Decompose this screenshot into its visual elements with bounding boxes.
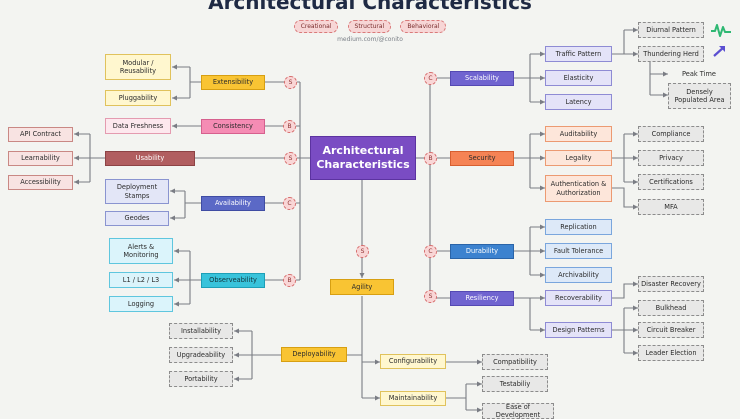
node-geodes: Geodes [105, 211, 169, 226]
node-agility: Agility [330, 279, 394, 295]
node-mfa: MFA [638, 199, 704, 215]
node-l1-l2-l3: L1 / L2 / L3 [109, 272, 173, 288]
node-modular-reusability: Modular / Reusability [105, 54, 171, 80]
node-alerts-monitoring: Alerts & Monitoring [109, 238, 173, 264]
badge-behavioral: B [283, 274, 296, 287]
node-data-freshness: Data Freshness [105, 118, 171, 134]
node-resiliency: Resiliency [450, 291, 514, 306]
node-circuit-breaker: Circuit Breaker [638, 322, 704, 338]
tag-creational: Creational [293, 20, 339, 33]
badge-structural: S [284, 76, 297, 89]
node-replication: Replication [545, 219, 612, 235]
node-deployability: Deployability [281, 347, 347, 362]
node-bulkhead: Bulkhead [638, 300, 704, 316]
node-accessibility: Accessibility [8, 175, 73, 190]
node-disaster-recovery: Disaster Recovery [638, 276, 704, 292]
node-observeability: Observeability [201, 273, 265, 288]
center-node: Architectural Characteristics [310, 136, 416, 180]
badge-creational: C [424, 72, 437, 85]
node-extensibility: Extensibility [201, 75, 265, 90]
node-peak-time: Peak Time [682, 69, 716, 78]
node-testability: Testabiliy [482, 376, 548, 392]
node-security: Security [450, 151, 514, 166]
node-recoverability: Recoverability [545, 290, 612, 306]
node-latency: Latency [545, 94, 612, 110]
node-deployment-stamps: Deployment Stamps [105, 179, 169, 204]
node-certifications: Certifications [638, 174, 704, 190]
node-configurability: Configurability [380, 354, 446, 369]
node-fault-tolerance: Fault Tolerance [545, 243, 612, 259]
node-pluggability: Pluggability [105, 90, 171, 106]
node-elasticity: Elasticity [545, 70, 612, 86]
node-logging: Logging [109, 296, 173, 312]
node-ease-of-development: Ease of Development [482, 403, 554, 419]
node-privacy: Privacy [638, 150, 704, 166]
node-leader-election: Leader Election [638, 345, 704, 361]
badge-structural: S [424, 290, 437, 303]
tag-row: Creational Structural Behavioral [0, 13, 740, 33]
badge-structural: S [284, 152, 297, 165]
badge-creational: C [283, 197, 296, 210]
node-traffic-pattern: Traffic Pattern [545, 46, 612, 62]
node-legality: Legality [545, 150, 612, 166]
badge-creational: C [424, 245, 437, 258]
page-subtitle: medium.com/@conito [337, 36, 403, 43]
node-availability: Availability [201, 196, 265, 211]
node-durability: Durability [450, 244, 514, 259]
node-scalability: Scalability [450, 71, 514, 86]
page-title: Architectural Characteristics [208, 0, 532, 14]
node-consistency: Consistency [201, 119, 265, 134]
node-upgradeability: Upgradeability [169, 347, 233, 363]
node-api-contract: API Contract [8, 127, 73, 142]
node-diurnal-pattern: Diurnal Pattern [638, 22, 704, 38]
tag-structural: Structural [347, 20, 392, 33]
arrow-up-right-icon [713, 46, 725, 57]
badge-structural: S [356, 245, 369, 258]
node-compliance: Compliance [638, 126, 704, 142]
node-portability: Portability [169, 371, 233, 387]
node-thundering-herd: Thundering Herd [638, 46, 704, 62]
node-installability: Installability [169, 323, 233, 339]
trend-up-icon [711, 24, 731, 37]
node-usability: Usability [105, 151, 195, 166]
badge-behavioral: B [424, 152, 437, 165]
badge-behavioral: B [283, 120, 296, 133]
node-design-patterns: Design Patterns [545, 322, 612, 338]
node-compatibility: Compatibility [482, 354, 548, 370]
node-archivability: Archivability [545, 267, 612, 283]
node-densely-populated-area: Densely Populated Area [668, 83, 731, 109]
node-maintainability: Maintainability [380, 391, 446, 406]
tag-behavioral: Behavioral [400, 20, 447, 33]
node-auditability: Auditability [545, 126, 612, 142]
node-authentication-authorization: Authentication & Authorization [545, 175, 612, 202]
node-learnability: Learnability [8, 151, 73, 166]
